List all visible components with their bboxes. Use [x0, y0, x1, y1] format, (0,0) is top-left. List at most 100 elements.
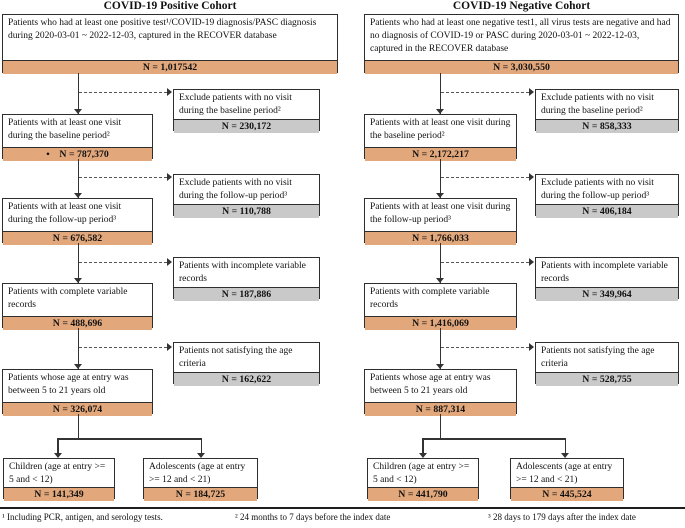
- count-bar: N = 110,788: [174, 204, 319, 218]
- exclusion-connector: [441, 91, 529, 93]
- count-bar: N = 528,755: [536, 372, 678, 386]
- arrow-right-icon: [167, 258, 172, 266]
- exclusion-connector: [79, 346, 167, 348]
- count-bar: N = 184,725: [144, 487, 257, 501]
- footnote-divider: [0, 507, 685, 509]
- arrow-right-icon: [167, 88, 172, 96]
- count-bar: N = 230,172: [174, 119, 319, 133]
- positive-step-box-4: Patients whose age at entry was between …: [2, 369, 153, 416]
- arrow-right-icon: [529, 88, 534, 96]
- cohort-title-positive: COVID-19 Positive Cohort: [103, 0, 237, 12]
- exclusion-connector: [441, 261, 529, 263]
- connector-line: [439, 328, 441, 369]
- count-bar: N = 887,314: [365, 402, 516, 416]
- connector-line: [439, 243, 441, 283]
- count-bar: N = 1,416,069: [365, 316, 516, 330]
- footnote-2: ² 24 months to 7 days before the index d…: [235, 512, 391, 522]
- connector-line: [564, 438, 566, 453]
- negative-exclusion-box-3: Patients with incomplete variable record…: [535, 257, 679, 301]
- connector-line: [77, 73, 79, 114]
- connector-line: [77, 159, 79, 198]
- connector-line: [422, 438, 424, 453]
- footnote-1: ¹ Including PCR, antigen, and serology t…: [2, 512, 163, 522]
- cohort-title-negative: COVID-19 Negative Cohort: [452, 0, 591, 12]
- arrow-down-icon: [53, 452, 62, 458]
- box-text: Patients with incomplete variable record…: [541, 261, 668, 284]
- negative-step-box-3: Patients with complete variable records …: [364, 283, 517, 330]
- connector-line: [439, 73, 441, 114]
- arrow-down-icon: [436, 363, 445, 369]
- negative-adolescents-box: Adolescents (age at entry >= 12 and < 21…: [510, 458, 624, 501]
- positive-exclusion-box-2: Exclude patients with no visit during th…: [173, 174, 320, 218]
- negative-exclusion-box-4: Patients not satisfying the age criteria…: [535, 342, 679, 386]
- count-bar: N = 441,790: [368, 487, 478, 501]
- box-text: Patients who had at least one positive t…: [8, 18, 317, 41]
- box-text: Patients with at least one visit during …: [8, 118, 122, 141]
- connector-line: [77, 243, 79, 283]
- arrow-down-icon: [418, 452, 427, 458]
- box-text: Patients whose age at entry was between …: [370, 373, 491, 396]
- negative-source-box: Patients who had at least one negative t…: [364, 14, 679, 74]
- count-bar: N = 488,696: [3, 316, 152, 330]
- positive-children-box: Children (age at entry >= 5 and < 12) N …: [3, 458, 115, 501]
- connector-line: [439, 159, 441, 198]
- exclusion-connector: [441, 176, 529, 178]
- count-bar: N = 162,622: [174, 372, 319, 386]
- arrow-right-icon: [529, 173, 534, 181]
- arrow-right-icon: [167, 343, 172, 351]
- count-bar: N = 349,964: [536, 287, 678, 301]
- arrow-down-icon: [74, 108, 83, 114]
- negative-step-box-4: Patients whose age at entry was between …: [364, 369, 517, 416]
- count-bar: N = 858,333: [536, 119, 678, 133]
- box-text: Exclude patients with no visit during th…: [541, 93, 654, 116]
- connector-line: [439, 414, 441, 438]
- box-text: Patients who had at least one negative t…: [370, 18, 671, 54]
- count-bar: N = 406,184: [536, 204, 678, 218]
- arrow-down-icon: [436, 108, 445, 114]
- box-text: Adolescents (age at entry >= 12 and < 21…: [516, 462, 613, 485]
- negative-children-box: Children (age at entry >= 5 and < 12) N …: [367, 458, 479, 501]
- box-text: Exclude patients with no visit during th…: [179, 178, 292, 201]
- box-text: Patients not satisfying the age criteria: [541, 346, 655, 369]
- connector-line: [77, 414, 79, 438]
- count-bar: N = 445,524: [511, 487, 623, 501]
- negative-exclusion-box-1: Exclude patients with no visit during th…: [535, 89, 679, 133]
- positive-exclusion-box-1: Exclude patients with no visit during th…: [173, 89, 320, 133]
- arrow-down-icon: [436, 192, 445, 198]
- count-bar: N = 326,074: [3, 402, 152, 416]
- count-bar: N = 3,030,550: [365, 60, 678, 74]
- exclusion-connector: [79, 261, 167, 263]
- arrow-down-icon: [561, 452, 570, 458]
- box-text: Patients with at least one visit during …: [8, 202, 122, 225]
- negative-step-box-2: Patients with at least one visit during …: [364, 198, 517, 245]
- positive-exclusion-box-3: Patients with incomplete variable record…: [173, 257, 320, 301]
- box-text: Patients with complete variable records: [8, 287, 128, 310]
- count-bar: N = 187,886: [174, 287, 319, 301]
- split-line: [422, 438, 566, 440]
- count-bar: N = 2,172,217: [365, 147, 516, 161]
- connector-line: [200, 438, 202, 453]
- box-text: Patients with incomplete variable record…: [179, 261, 306, 284]
- box-text: Children (age at entry >= 5 and < 12): [9, 462, 106, 485]
- positive-step-box-2: Patients with at least one visit during …: [2, 198, 153, 245]
- exclusion-connector: [441, 346, 529, 348]
- arrow-right-icon: [529, 343, 534, 351]
- connector-line: [77, 328, 79, 369]
- positive-source-box: Patients who had at least one positive t…: [2, 14, 338, 74]
- positive-step-box-3: Patients with complete variable records …: [2, 283, 153, 330]
- arrow-down-icon: [436, 277, 445, 283]
- arrow-right-icon: [529, 258, 534, 266]
- count-bar: N = 676,582: [3, 231, 152, 245]
- arrow-down-icon: [74, 192, 83, 198]
- box-text: Patients whose age at entry was between …: [8, 373, 129, 396]
- arrow-down-icon: [74, 277, 83, 283]
- box-text: Exclude patients with no visit during th…: [179, 93, 292, 116]
- box-text: Adolescents (age at entry >= 12 and < 21…: [149, 462, 246, 485]
- exclusion-connector: [79, 91, 167, 93]
- positive-adolescents-box: Adolescents (age at entry >= 12 and < 21…: [143, 458, 258, 501]
- arrow-right-icon: [167, 173, 172, 181]
- box-text: Exclude patients with no visit during th…: [541, 178, 654, 201]
- box-text: Children (age at entry >= 5 and < 12): [373, 462, 470, 485]
- count-bar: N = 141,349: [4, 487, 114, 501]
